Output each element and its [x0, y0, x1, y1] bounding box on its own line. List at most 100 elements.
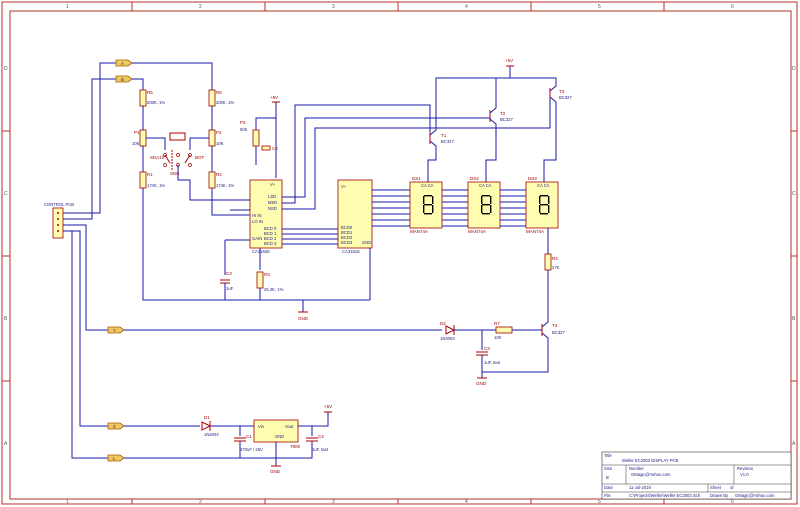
col-marker: 2: [199, 499, 202, 505]
title-label: Title: [604, 453, 612, 458]
col-marker: 6: [731, 4, 734, 10]
ic-pin: GND: [362, 240, 371, 245]
capacitor-c3-group: C3 1uF: [220, 271, 234, 300]
transistor-ref: T3: [559, 89, 565, 94]
resistor-value: 200K, 1%: [216, 100, 234, 105]
ic-pin: BCD0: [341, 225, 353, 230]
ic-pin: MSD: [268, 200, 277, 205]
ic-pin: LO IN: [252, 219, 263, 224]
reg-pin-vout: Vout: [285, 424, 294, 429]
transistor-ref: T4: [552, 323, 558, 328]
ic-pin: HI IN: [252, 213, 262, 218]
title-value: Weller EC2002 DISPLAY PCB: [622, 458, 679, 463]
switch-label-b: BOT: [195, 155, 205, 160]
display-ds1: DS1 CA CA MAN74A: [409, 176, 468, 234]
ic-pin: LSD: [268, 194, 276, 199]
file-label: File: [604, 493, 611, 498]
power-supply: D1 1N4004 Vin Vout GND 7805 +5V C1 470uF…: [124, 404, 332, 474]
port-y: Y: [107, 326, 125, 334]
connector-wires: [63, 62, 116, 459]
ic-pin: V+: [341, 184, 347, 189]
resistor-value: 50K: [240, 127, 248, 132]
capacitor-ref: C3: [484, 346, 490, 351]
col-marker: 2: [199, 4, 202, 10]
resistor-value: 10K: [132, 141, 140, 146]
capacitor-value: 470uF / 25V: [240, 447, 263, 452]
port-label: L: [113, 456, 116, 461]
resistor-value: 200K, 1%: [147, 100, 165, 105]
column-markers-bottom: 1 2 3 4 5 6: [66, 499, 734, 505]
vcc-label: +5V: [505, 58, 513, 63]
capacitor-c2: [261, 145, 271, 151]
row-marker: C: [4, 191, 8, 197]
size-label: Size: [604, 466, 613, 471]
ic-pin: NSD: [268, 206, 277, 211]
ic-pin: BCD 0: [264, 226, 277, 231]
resistor-r4: [544, 253, 552, 271]
transistor-part: BC327: [500, 117, 513, 122]
diode-ref: D1: [204, 415, 210, 420]
potentiometer-p2: [208, 129, 216, 147]
drawn-label: Drawn By: [710, 493, 729, 498]
col-marker: 6: [731, 499, 734, 505]
display-part: MAN74A: [410, 229, 428, 234]
row-marker: D: [4, 66, 8, 72]
reg-pin-gnd: GND: [275, 434, 284, 439]
col-marker: 4: [465, 499, 468, 505]
row-marker: A: [4, 441, 8, 447]
transistor-part: BC327: [559, 95, 572, 100]
resistor-r5: [139, 89, 147, 107]
vcc-label: +5V: [270, 95, 278, 100]
resistor-r2: [208, 171, 216, 189]
diode-d1: [201, 421, 212, 431]
port-label: A: [121, 61, 124, 66]
col-marker: 3: [332, 499, 335, 505]
ports: A B Y Z L: [107, 59, 133, 462]
number-label: Number: [629, 466, 644, 471]
row-marker: B: [792, 316, 796, 322]
ic-pin: BCD2: [341, 235, 353, 240]
ic-pin: GAIN: [252, 236, 262, 241]
ic-pin: BCD 2: [264, 236, 277, 241]
ic-pin: BCD 1: [264, 231, 277, 236]
ic-u1-name: CA3162E: [252, 249, 270, 254]
bcd-bus: [282, 100, 551, 245]
capacitor-value: 1uF: [226, 286, 234, 291]
row-markers: D C B A D C B A: [2, 66, 797, 447]
resistor-network: R5 200K, 1% R6 200K, 1% P1 10K P2 10K R1…: [132, 62, 370, 301]
sheet-value: of: [730, 485, 734, 490]
resistor-ref: R7: [494, 321, 500, 326]
resistor-r7: [495, 326, 513, 334]
inner-border: [9, 10, 792, 500]
potentiometer-p3: [252, 129, 260, 147]
transistor-ref: T2: [500, 111, 506, 116]
sheet-label: Sheet: [710, 485, 722, 490]
ic-pin: BCD3: [341, 240, 353, 245]
date-value: 11-Jul-2019: [629, 485, 651, 490]
resistor-value: 27K: [552, 265, 560, 270]
switch-label-a: SDA10: [150, 155, 165, 160]
gnd-label: GND: [270, 469, 281, 474]
transistor-part: BC327: [552, 330, 565, 335]
transistor-part: BC327: [441, 139, 454, 144]
diode-ref: D2: [440, 321, 446, 326]
capacitor-ref: C2: [272, 146, 278, 151]
capacitor-value: 1uF, tant: [484, 360, 501, 365]
vcc-top: +5V: [505, 58, 514, 67]
title-block: Title Weller EC2002 DISPLAY PCB Size B N…: [601, 451, 792, 500]
col-marker: 5: [598, 499, 601, 505]
reg-pin-vin: Vin: [258, 424, 265, 429]
transistor-t3: T3 BC327: [510, 77, 572, 182]
p3-section: +5V P3 50K C2: [240, 95, 280, 178]
revision-label: Revision: [737, 466, 754, 471]
resistor-value: 174K, 1%: [147, 183, 165, 188]
transistor-t2: T2 BC327: [485, 78, 513, 182]
switch-ref: SW1: [170, 171, 180, 176]
col-marker: 1: [66, 4, 69, 10]
display-pins: CA CA: [479, 183, 492, 188]
drawn-value: GMagic@Yahoo.com: [735, 493, 775, 498]
size-value: B: [606, 475, 609, 480]
ic-u2-name: CA3161E: [342, 249, 360, 254]
resistor-ref: R4: [552, 256, 558, 261]
